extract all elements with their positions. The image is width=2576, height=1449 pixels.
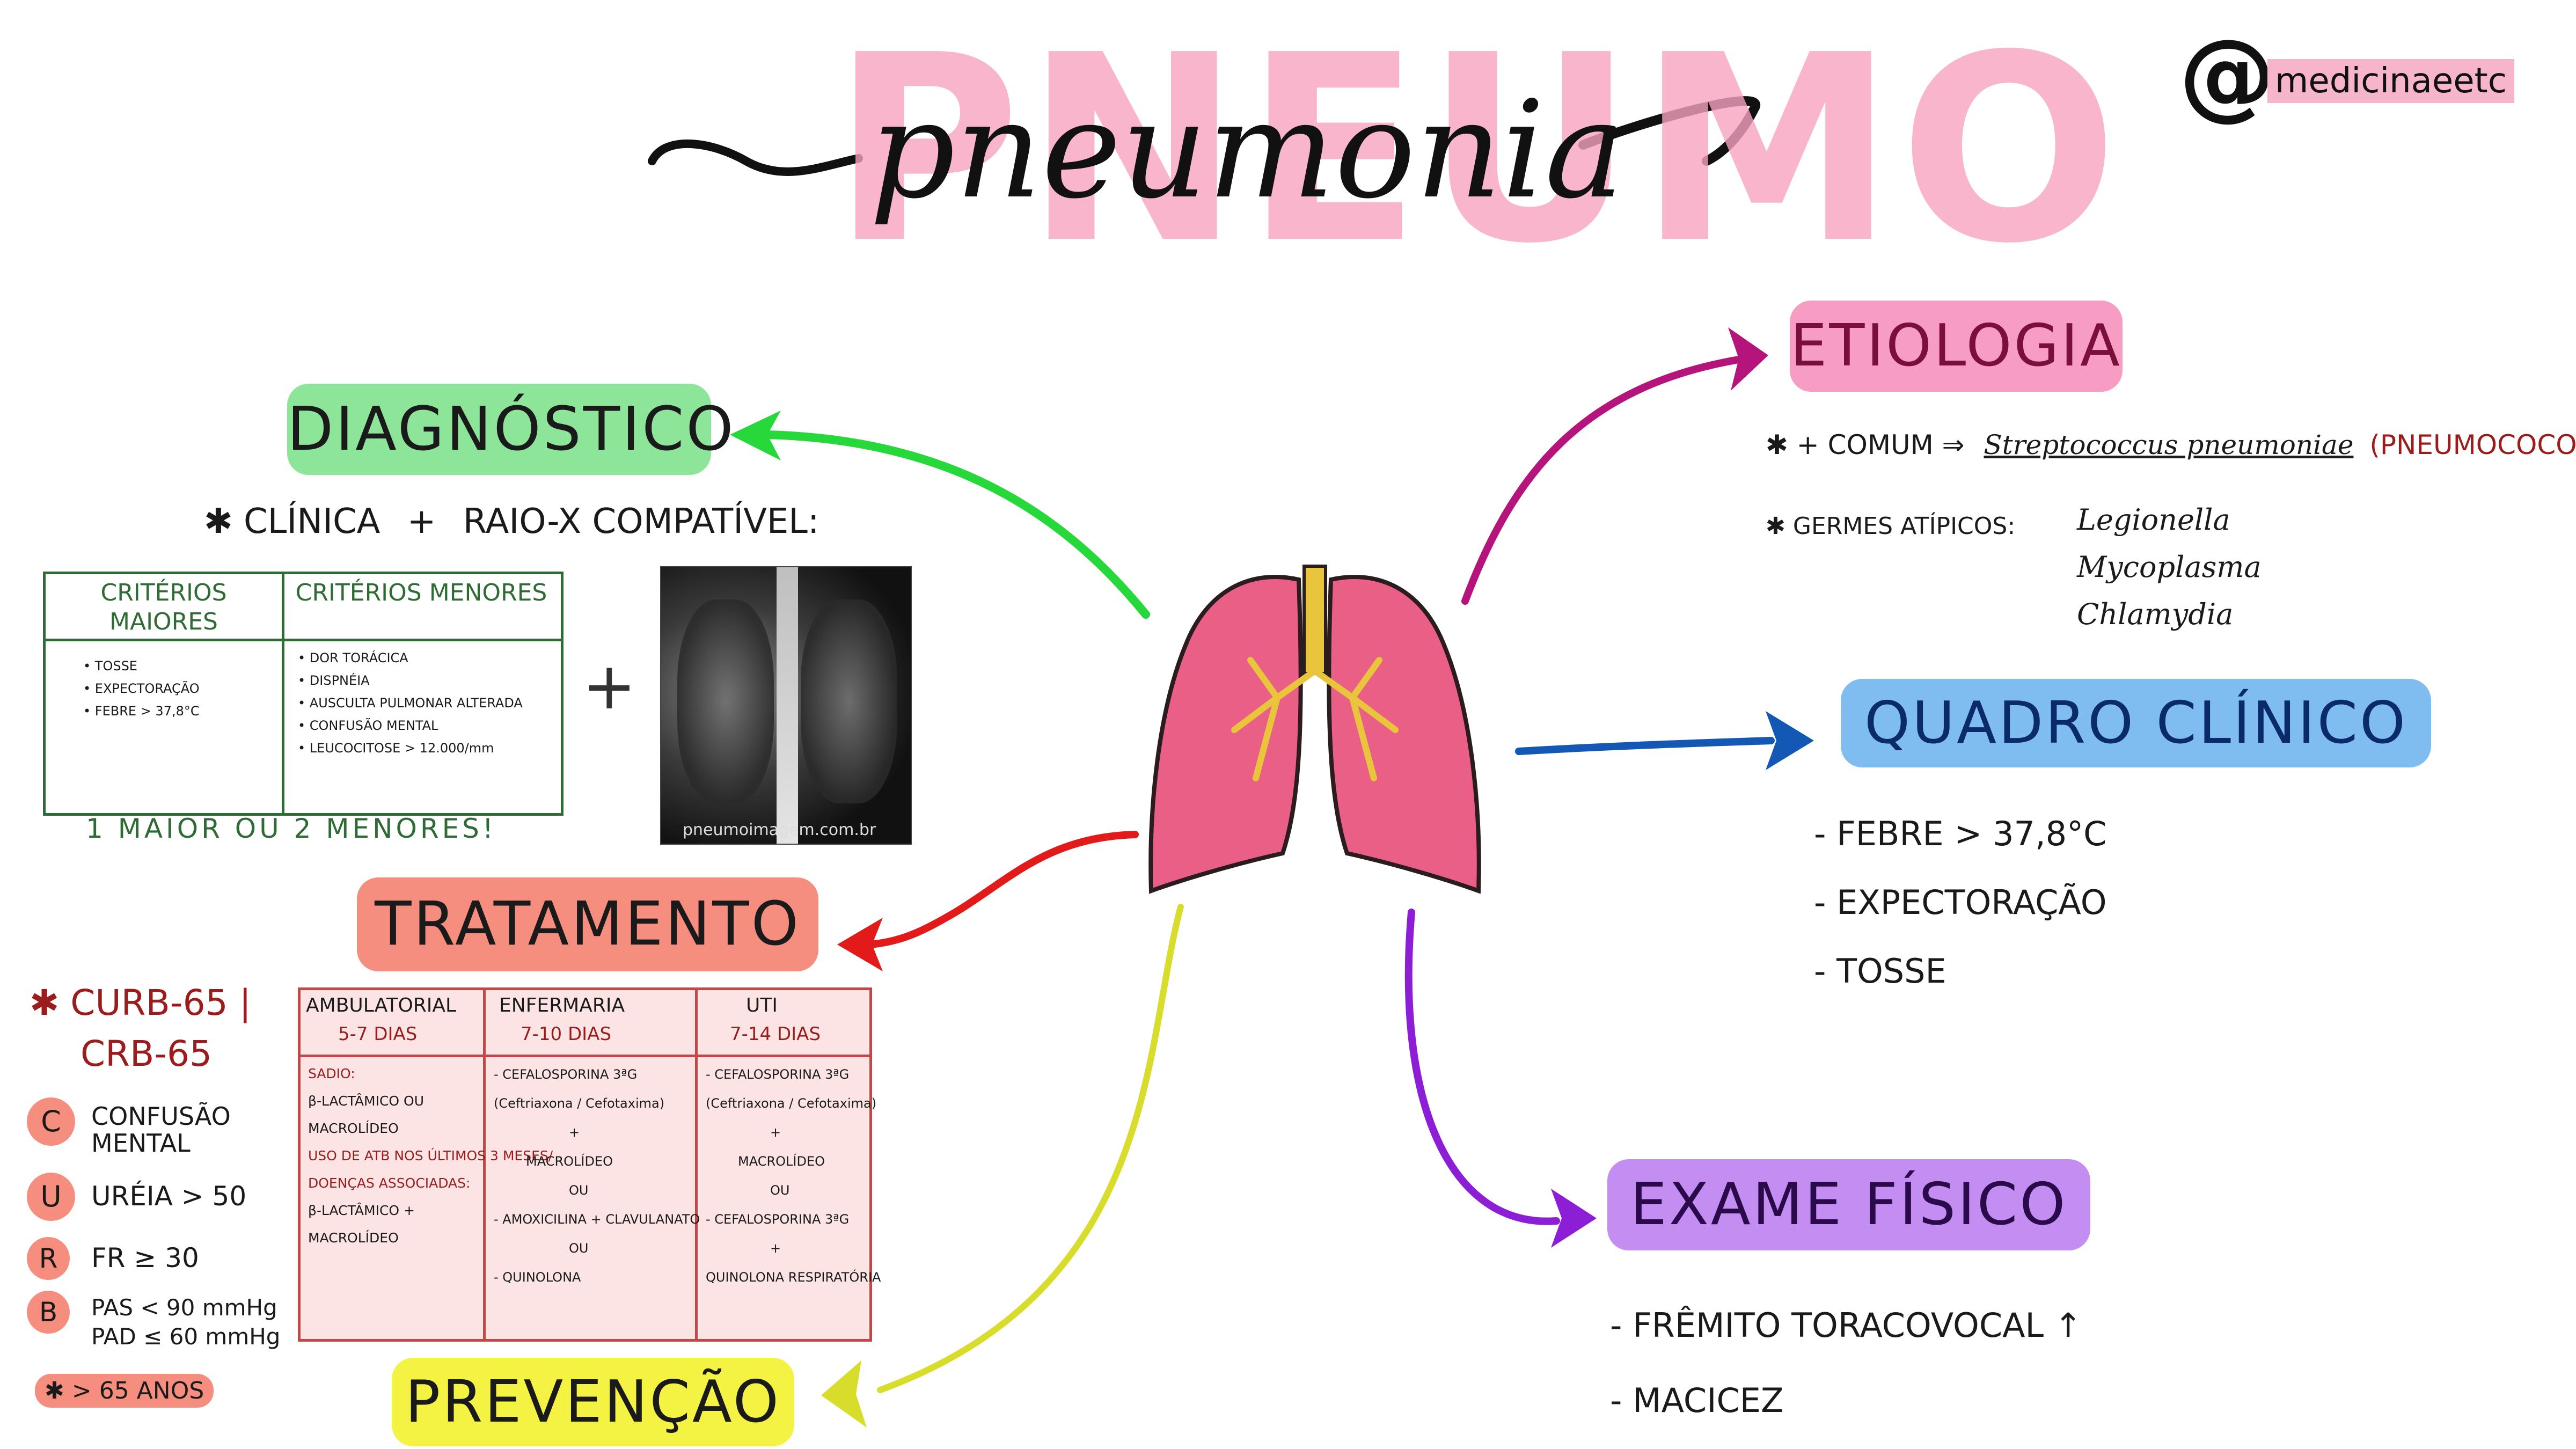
uti-line: MACROLÍDEO [738, 1154, 825, 1169]
arrow-to-tratamento [837, 831, 1139, 971]
arrow-to-exame-fisico [1404, 909, 1597, 1248]
xray-image: pneumoimagem.com.br [660, 566, 912, 845]
criteria-b-text: PAS < 90 mmHg PAD ≤ 60 mmHg [91, 1294, 281, 1350]
intro-plus: + [407, 502, 436, 541]
atypical-item: Chlamydia [2077, 597, 2234, 631]
title-swoosh-end [1578, 96, 1761, 166]
uti-line: - CEFALOSPORINA 3ªG [706, 1212, 850, 1227]
arrow-to-prevencao [821, 904, 1184, 1428]
maior-item: • FEBRE > 37,8°C [83, 704, 200, 719]
menor-item: • LEUCOCITOSE > 12.000/mm [298, 741, 494, 756]
letter-b-badge: B [27, 1291, 70, 1334]
etiologia-line2: ✱ GERMES ATÍPICOS: [1766, 513, 2016, 540]
asterisk-icon: ✱ [204, 502, 233, 541]
letter-u-badge: U [27, 1173, 75, 1221]
uti-line: + [770, 1125, 781, 1140]
etiologia-header: ETIOLOGIA [1790, 301, 2123, 392]
etiologia-line1: ✱ + COMUM ⇒ Streptococcus pneumoniae (PN… [1766, 429, 2576, 460]
col-uti-title: UTI [746, 994, 778, 1016]
uti-line: QUINOLONA RESPIRATÓRIA [706, 1270, 881, 1285]
curb-title-2: CRB-65 [80, 1033, 213, 1074]
prevencao-header: PREVENÇÃO [392, 1358, 794, 1446]
amb-line: MACROLÍDEO [308, 1121, 399, 1136]
intro-clinica: CLÍNICA [243, 502, 380, 541]
arrow-to-quadro-clinico [1515, 711, 1814, 770]
enf-line: - QUINOLONA [494, 1270, 581, 1285]
criteria-r-text: FR ≥ 30 [91, 1242, 199, 1274]
atypical-item: Mycoplasma [2077, 550, 2262, 584]
enf-line: OU [569, 1183, 589, 1198]
menor-item: • DOR TORÁCICA [298, 650, 408, 665]
amb-line: USO DE ATB NOS ÚLTIMOS 3 MESES/ [308, 1148, 553, 1163]
enf-line: + [569, 1125, 580, 1140]
etiologia-organism: Streptococcus pneumoniae [1984, 429, 2354, 460]
age-badge: ✱ > 65 ANOS [35, 1374, 214, 1408]
diagnostico-header: DIAGNÓSTICO [287, 384, 734, 475]
menor-item: • CONFUSÃO MENTAL [298, 718, 438, 733]
criteria-u-text: URÉIA > 50 [91, 1181, 247, 1212]
letter-r-badge: R [27, 1237, 70, 1280]
handle-at-icon: @ [2179, 19, 2275, 131]
quadro-item: - TOSSE [1814, 952, 1946, 991]
uti-line: OU [770, 1183, 790, 1198]
exame-item: - MACICEZ [1610, 1381, 1784, 1420]
quadro-item: - EXPECTORAÇÃO [1814, 883, 2107, 922]
amb-line: DOENÇAS ASSOCIADAS: [308, 1175, 471, 1191]
criterios-table: CRITÉRIOS MAIORES CRITÉRIOS MENORES • TO… [43, 572, 564, 816]
col-enfermaria-days: 7-10 DIAS [521, 1023, 612, 1045]
enf-line: (Ceftriaxona / Cefotaxima) [494, 1096, 665, 1111]
enf-line: OU [569, 1241, 589, 1256]
col-uti-days: 7-14 DIAS [730, 1023, 821, 1045]
diagnostico-intro: ✱ CLÍNICA + RAIO-X COMPATÍVEL: [204, 502, 819, 541]
title-background-word: PNEUMO [832, 0, 2123, 300]
lungs-icon [1148, 565, 1481, 894]
uti-line: + [770, 1241, 781, 1256]
quadro-item: - FEBRE > 37,8°C [1814, 814, 2107, 853]
tratamento-table: AMBULATORIAL 5-7 DIAS ENFERMARIA 7-10 DI… [298, 987, 881, 1342]
etiologia-note: (PNEUMOCOCO) [2369, 429, 2576, 460]
enf-line: - CEFALOSPORINA 3ªG [494, 1067, 638, 1082]
col-ambulatorial-title: AMBULATORIAL [306, 994, 457, 1016]
col-ambulatorial-days: 5-7 DIAS [338, 1023, 418, 1045]
letter-c-badge: C [27, 1097, 75, 1146]
uti-line: (Ceftriaxona / Cefotaxima) [706, 1096, 877, 1111]
criterios-menores-header: CRITÉRIOS MENORES [295, 579, 547, 606]
plus-icon: + [582, 649, 636, 724]
curb-title-1: ✱ CURB-65 | [30, 982, 251, 1023]
tratamento-header: TRATAMENTO [357, 877, 818, 971]
atypical-item: Legionella [2077, 503, 2230, 537]
uti-line: - CEFALOSPORINA 3ªG [706, 1067, 850, 1082]
amb-line: MACROLÍDEO [308, 1230, 399, 1246]
amb-line: SADIO: [308, 1066, 355, 1081]
etiologia-comum: ✱ + COMUM ⇒ [1766, 429, 1965, 460]
amb-line: β-LACTÂMICO OU [308, 1093, 425, 1109]
menor-item: • AUSCULTA PULMONAR ALTERADA [298, 696, 523, 711]
title-swoosh [648, 139, 863, 176]
maior-item: • TOSSE [83, 658, 137, 674]
arrow-to-etiologia [1461, 327, 1768, 605]
criterios-rule: 1 MAIOR OU 2 MENORES! [86, 813, 496, 844]
quadro-clinico-header: QUADRO CLÍNICO [1841, 679, 2431, 767]
intro-raiox: RAIO-X COMPATÍVEL: [463, 502, 819, 541]
criterios-maiores-header: CRITÉRIOS MAIORES [100, 579, 227, 635]
xray-caption: pneumoimagem.com.br [683, 821, 876, 839]
enf-line: MACROLÍDEO [526, 1154, 613, 1169]
maior-item: • EXPECTORAÇÃO [83, 681, 200, 696]
exame-item: - FRÊMITO TORACOVOCAL ↑ [1610, 1306, 2082, 1345]
enf-line: - AMOXICILINA + CLAVULANATO [494, 1212, 700, 1227]
handle-text: medicinaeetc [2267, 59, 2514, 103]
exame-fisico-header: EXAME FÍSICO [1607, 1159, 2090, 1250]
arrow-to-diagnostico [730, 411, 1150, 619]
amb-line: β-LACTÂMICO + [308, 1203, 415, 1218]
menor-item: • DISPNÉIA [298, 673, 370, 688]
title-script-word: pneumonia [869, 72, 1625, 228]
criteria-c-text: CONFUSÃO MENTAL [91, 1102, 231, 1158]
col-enfermaria-title: ENFERMARIA [499, 994, 625, 1016]
